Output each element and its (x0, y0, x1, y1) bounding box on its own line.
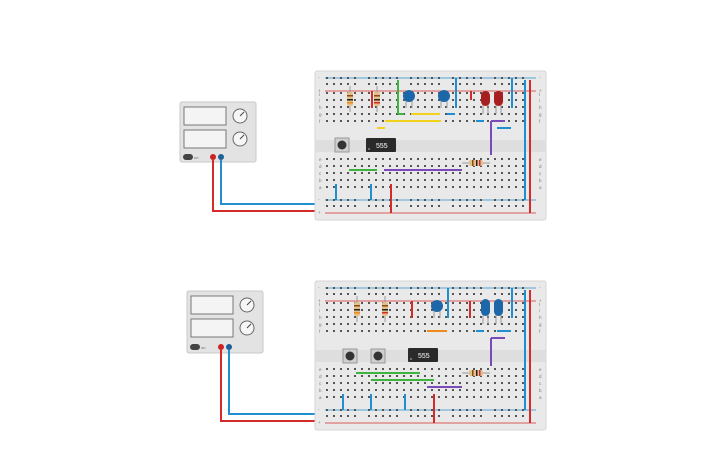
supply-power-switch[interactable] (190, 344, 200, 350)
supply-terminal-positive[interactable] (218, 344, 224, 350)
push-button[interactable] (370, 348, 386, 364)
rail-minus-label-bottom: - (318, 197, 320, 202)
row-letter-label: f (539, 329, 541, 334)
row-letter-label: d (319, 164, 322, 169)
supply-lead-blue[interactable] (228, 350, 327, 415)
ic-555-timer[interactable]: 555 (408, 348, 438, 362)
supply-display-current (190, 318, 234, 338)
supply-display-voltage (190, 295, 234, 315)
row-letter-label: j (318, 91, 320, 96)
led-red[interactable] (481, 91, 490, 114)
row-letter-label: d (319, 374, 322, 379)
row-letter-label: j (538, 301, 540, 306)
rail-minus-label: - (318, 285, 320, 290)
row-letter-label: g (539, 112, 542, 117)
supply-terminal-negative[interactable] (226, 344, 232, 350)
row-letter-label: c (539, 381, 542, 386)
supply-lead-blue[interactable] (220, 160, 327, 205)
rail-minus-label: - (318, 75, 320, 80)
row-letter-label: f (319, 119, 321, 124)
row-letter-label: b (319, 178, 322, 183)
rail-plus-label: + (318, 88, 321, 93)
led-blue[interactable] (481, 299, 490, 324)
supply-display-current (183, 129, 227, 149)
rail-minus-label-bottom: - (318, 407, 320, 412)
resistor[interactable] (462, 160, 490, 166)
row-letter-label: e (539, 367, 542, 372)
row-letter-label: a (319, 395, 322, 400)
resistor[interactable] (347, 86, 353, 112)
row-letter-label: i (539, 308, 540, 313)
rail-plus-label: + (318, 298, 321, 303)
ic-555-timer[interactable]: 555 (366, 138, 396, 152)
supply-display-voltage (183, 106, 227, 126)
row-letter-label: e (319, 157, 322, 162)
row-letter-label: i (539, 98, 540, 103)
row-letter-label: h (539, 105, 542, 110)
row-letter-label: i (319, 308, 320, 313)
row-letter-label: b (319, 388, 322, 393)
row-letter-label: a (539, 395, 542, 400)
row-letter-label: c (539, 171, 542, 176)
row-letter-label: a (319, 185, 322, 190)
row-letter-label: g (319, 112, 322, 117)
push-button[interactable] (334, 137, 350, 153)
rail-plus-label-right: + (539, 298, 542, 303)
row-letter-label: g (539, 322, 542, 327)
led-red[interactable] (494, 91, 503, 114)
capacitor[interactable] (403, 90, 415, 108)
row-letter-label: f (539, 119, 541, 124)
supply-power-switch[interactable] (183, 154, 193, 160)
supply-on-label: on (201, 345, 205, 350)
row-letter-label: i (319, 98, 320, 103)
supply-terminal-positive[interactable] (210, 154, 216, 160)
resistor[interactable] (374, 86, 380, 112)
rail-minus-label-right: - (539, 75, 541, 80)
row-letter-label: j (318, 301, 320, 306)
row-letter-label: b (539, 388, 542, 393)
rail-plus-label-right: + (539, 88, 542, 93)
row-letter-label: h (539, 315, 542, 320)
supply-on-label: on (194, 155, 198, 160)
row-letter-label: c (319, 171, 322, 176)
led-blue[interactable] (494, 299, 503, 324)
row-letter-label: d (539, 374, 542, 379)
rail-plus-label-bottom: + (318, 210, 321, 215)
supply-lead-red[interactable] (220, 350, 327, 422)
power-supply-1[interactable]: on (179, 101, 257, 163)
row-letter-label: h (319, 105, 322, 110)
capacitor[interactable] (431, 300, 443, 318)
row-letter-label: a (539, 185, 542, 190)
row-letter-label: b (539, 178, 542, 183)
ic-label: 555 (376, 143, 388, 150)
ic-label: 555 (418, 353, 430, 360)
resistor[interactable] (354, 296, 360, 322)
supply-lead-red[interactable] (212, 160, 327, 212)
row-letter-label: e (539, 157, 542, 162)
push-button[interactable] (342, 348, 358, 364)
rail-minus-label-right: - (539, 285, 541, 290)
supply-terminal-negative[interactable] (218, 154, 224, 160)
rail-plus-label-bottom: + (318, 420, 321, 425)
row-letter-label: c (319, 381, 322, 386)
resistor[interactable] (382, 296, 388, 322)
row-letter-label: g (319, 322, 322, 327)
resistor[interactable] (462, 370, 490, 376)
power-supply-2[interactable]: on (186, 290, 264, 354)
capacitor[interactable] (438, 90, 450, 108)
row-letter-label: h (319, 315, 322, 320)
row-letter-label: j (538, 91, 540, 96)
row-letter-label: e (319, 367, 322, 372)
row-letter-label: d (539, 164, 542, 169)
row-letter-label: f (319, 329, 321, 334)
